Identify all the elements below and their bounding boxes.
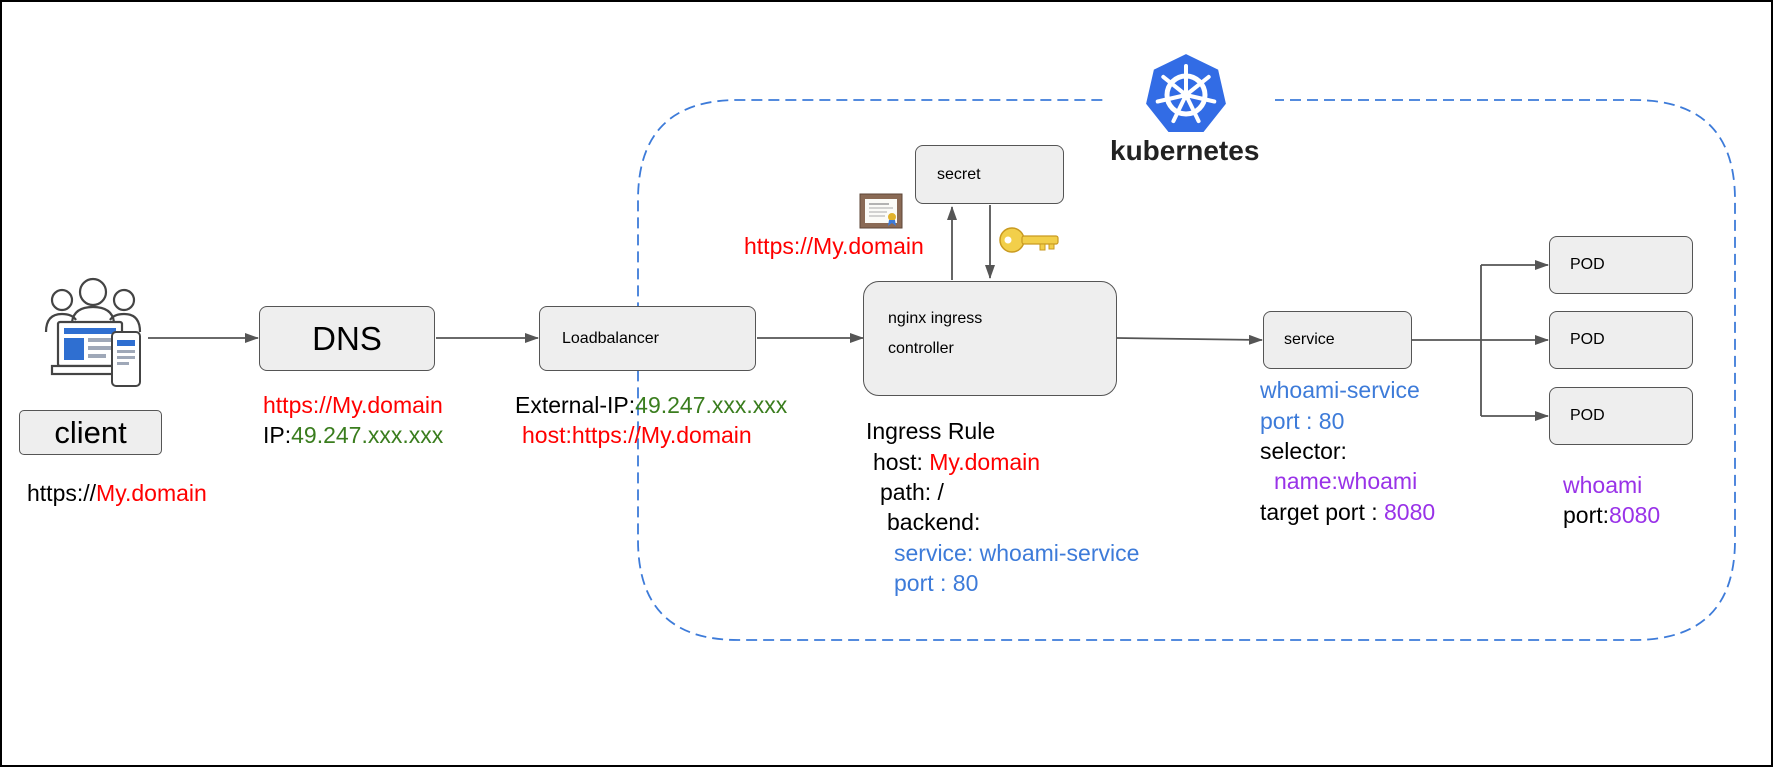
pod-label: POD <box>1570 331 1605 348</box>
pod-box: POD <box>1549 311 1693 369</box>
pod-box: POD <box>1549 236 1693 294</box>
service-target-port: target port : 8080 <box>1260 499 1436 525</box>
dns-box: DNS <box>259 306 435 371</box>
dns-domain: https://My.domain <box>263 392 443 418</box>
kubernetes-logo-text: kubernetes <box>1110 135 1260 166</box>
pod-app-name: whoami <box>1563 472 1643 498</box>
service-label: service <box>1284 331 1335 348</box>
ingress-rule-backend: backend: <box>887 509 981 535</box>
ingress-rule-host: host: My.domain <box>873 449 1041 475</box>
client-label: client <box>54 414 127 450</box>
dns-ip: IP:49.247.xxx.xxx <box>263 422 444 448</box>
ingress-controller-box: nginx ingress controller <box>863 281 1117 396</box>
service-selector-value: name:whoami <box>1274 468 1418 494</box>
pod-label: POD <box>1570 407 1605 424</box>
service-name: whoami-service <box>1260 377 1420 403</box>
service-port: port : 80 <box>1260 408 1345 434</box>
client-box: client <box>19 410 162 455</box>
key-icon <box>999 227 1059 253</box>
loadbalancer-host: host:https://My.domain <box>522 422 752 448</box>
service-selector-label: selector: <box>1260 438 1347 464</box>
laptop-screen <box>64 328 116 360</box>
pod-port: port:8080 <box>1563 502 1661 528</box>
kubernetes-icon <box>1143 51 1229 134</box>
secret-domain: https://My.domain <box>744 233 924 259</box>
arrow-ingress-service <box>1116 334 1263 345</box>
ingress-label-line1: nginx ingress <box>888 309 983 327</box>
client-url: https://My.domain <box>27 480 207 506</box>
phone-icon <box>111 331 141 387</box>
ingress-rule-service: service: whoami-service <box>894 540 1140 566</box>
loadbalancer-label: Loadbalancer <box>562 329 659 347</box>
loadbalancer-external-ip: External-IP:49.247.xxx.xxx <box>515 392 788 418</box>
cluster-boundary <box>637 99 1736 641</box>
dns-label: DNS <box>312 319 382 357</box>
ingress-rule-title: Ingress Rule <box>866 418 996 444</box>
pod-label: POD <box>1570 256 1605 273</box>
service-box: service <box>1263 311 1412 369</box>
secret-box: secret <box>915 145 1064 204</box>
secret-label: secret <box>937 165 981 183</box>
pod-box: POD <box>1549 387 1693 445</box>
certificate-icon <box>859 193 903 229</box>
ingress-rule-port: port : 80 <box>894 570 979 596</box>
ingress-rule-path: path: / <box>880 479 944 505</box>
loadbalancer-box: Loadbalancer <box>539 306 756 371</box>
ingress-label-line2: controller <box>888 339 954 357</box>
